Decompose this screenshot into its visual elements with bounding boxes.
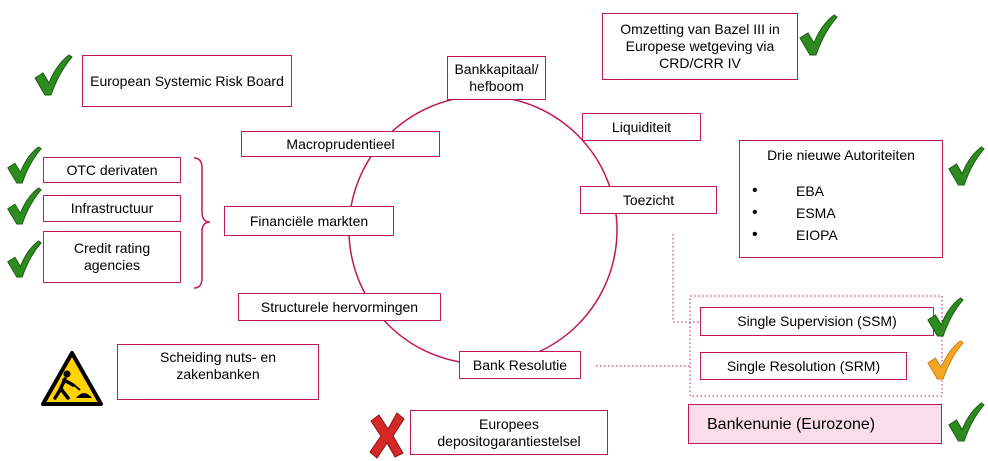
curly-brace bbox=[193, 157, 211, 289]
bazel-label: Omzetting van Bazel III in Europese wetg… bbox=[620, 21, 780, 71]
infrastructuur-box: Infrastructuur bbox=[43, 195, 181, 222]
toezicht-ssm-connector bbox=[672, 234, 700, 323]
srm-box: Single Resolution (SRM) bbox=[700, 352, 907, 380]
check-icon bbox=[7, 240, 42, 278]
scheiding-label: Scheiding nuts- en zakenbanken bbox=[160, 349, 276, 382]
infrastructuur-label: Infrastructuur bbox=[70, 200, 154, 216]
ssm-box: Single Supervision (SSM) bbox=[700, 307, 934, 336]
structurele-label: Structurele hervormingen bbox=[260, 298, 419, 315]
check-icon bbox=[948, 146, 985, 186]
credit-rating-box: Credit rating agencies bbox=[43, 231, 181, 283]
otc-box: OTC derivaten bbox=[43, 157, 181, 183]
check-icon bbox=[799, 14, 838, 56]
financiele-markten-box: Financiële markten bbox=[224, 206, 394, 236]
macroprudentieel-box: Macroprudentieel bbox=[241, 131, 440, 157]
macroprudentieel-label: Macroprudentieel bbox=[286, 135, 395, 152]
cross-icon bbox=[369, 412, 405, 459]
esrb-label: European Systemic Risk Board bbox=[90, 72, 284, 89]
bankenunie-box: Bankenunie (Eurozone) bbox=[688, 404, 942, 444]
check-icon bbox=[927, 297, 964, 337]
scheiding-box: Scheiding nuts- en zakenbanken bbox=[117, 344, 319, 400]
autoriteiten-list: EBA ESMA EIOPA bbox=[750, 180, 932, 246]
bazel-box: Omzetting van Bazel III in Europese wetg… bbox=[602, 13, 798, 80]
depositogarantie-box: Europees depositogarantiestelsel bbox=[410, 410, 608, 455]
check-icon bbox=[34, 54, 73, 96]
esrb-box: European Systemic Risk Board bbox=[82, 55, 292, 107]
bank-resolutie-box: Bank Resolutie bbox=[459, 351, 581, 379]
credit-rating-label: Credit rating agencies bbox=[73, 240, 151, 273]
check-icon bbox=[7, 187, 42, 225]
autoriteiten-title: Drie nieuwe Autoriteiten bbox=[767, 147, 915, 163]
autoriteit-eba: EBA bbox=[750, 180, 932, 202]
toezicht-label: Toezicht bbox=[622, 191, 675, 208]
liquiditeit-label: Liquiditeit bbox=[611, 118, 672, 135]
bankkapitaal-label: Bankkapitaal/ hefboom bbox=[454, 61, 539, 94]
construction-warning-icon bbox=[41, 351, 103, 406]
autoriteit-eiopa: EIOPA bbox=[750, 224, 932, 246]
otc-label: OTC derivaten bbox=[66, 161, 158, 178]
bankkapitaal-box: Bankkapitaal/ hefboom bbox=[447, 56, 546, 100]
pending-check-icon bbox=[927, 340, 964, 380]
check-icon bbox=[948, 402, 985, 442]
ssm-label: Single Supervision (SSM) bbox=[737, 313, 897, 329]
structurele-box: Structurele hervormingen bbox=[238, 293, 441, 321]
srm-label: Single Resolution (SRM) bbox=[726, 357, 881, 374]
autoriteiten-box: Drie nieuwe Autoriteiten EBA ESMA EIOPA bbox=[739, 140, 943, 258]
toezicht-box: Toezicht bbox=[580, 186, 717, 214]
bankenunie-label: Bankenunie (Eurozone) bbox=[707, 415, 876, 433]
bank-resolutie-label: Bank Resolutie bbox=[472, 356, 568, 373]
autoriteit-esma: ESMA bbox=[750, 202, 932, 224]
depositogarantie-label: Europees depositogarantiestelsel bbox=[437, 415, 581, 449]
check-icon bbox=[7, 146, 42, 184]
financiele-markten-label: Financiële markten bbox=[249, 212, 369, 229]
liquiditeit-box: Liquiditeit bbox=[582, 113, 701, 141]
